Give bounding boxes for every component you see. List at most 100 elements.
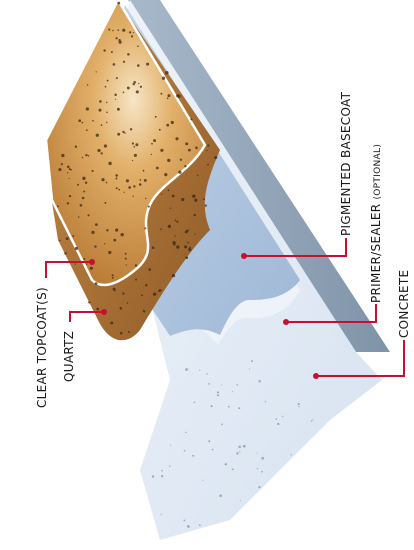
quartz-speck (133, 185, 135, 187)
quartz-speck (123, 61, 125, 63)
concrete-speck (228, 406, 230, 408)
quartz-speck (106, 229, 108, 231)
quartz-speck (162, 77, 165, 80)
concrete-speck (212, 449, 214, 451)
quartz-speck (117, 2, 120, 5)
concrete-speck (240, 500, 241, 501)
quartz-speck (103, 49, 105, 51)
quartz-speck (120, 332, 122, 334)
quartz-speck (118, 189, 120, 191)
quartz-speck (135, 278, 137, 280)
concrete-speck (211, 405, 213, 407)
quartz-speck (112, 274, 114, 276)
concrete-speck (291, 454, 292, 455)
quartz-speck (156, 167, 159, 170)
quartz-speck (80, 204, 83, 207)
quartz-speck (172, 274, 175, 277)
quartz-speck (117, 29, 119, 31)
quartz-speck (153, 292, 156, 295)
quartz-speck (92, 120, 94, 122)
concrete-speck (184, 520, 186, 522)
quartz-speck (88, 301, 90, 303)
concrete-speck (298, 403, 300, 405)
quartz-speck (122, 131, 124, 133)
quartz-speck (151, 143, 153, 145)
quartz-speck (185, 256, 188, 259)
concrete-speck (232, 468, 234, 470)
quartz-speck (99, 100, 102, 103)
concrete-speck (202, 480, 203, 481)
quartz-speck (165, 71, 168, 74)
concrete-speck (187, 525, 190, 528)
concrete-speck (169, 465, 170, 466)
quartz-speck (124, 132, 125, 133)
quartz-speck (172, 195, 175, 198)
quartz-speck (104, 144, 107, 147)
quartz-speck (106, 182, 108, 184)
quartz-speck (203, 198, 205, 200)
quartz-speck (207, 164, 209, 166)
quartz-speck (187, 242, 189, 244)
quartz-speck (125, 258, 127, 260)
concrete-speck (208, 383, 210, 385)
quartz-speck (184, 165, 186, 167)
concrete-speck (282, 416, 283, 417)
quartz-speck (175, 220, 177, 222)
quartz-speck (190, 118, 192, 120)
quartz-speck (195, 234, 196, 235)
quartz-speck (86, 107, 89, 110)
concrete-speck (152, 475, 154, 477)
concrete-speck (311, 420, 313, 422)
concrete-speck (265, 401, 266, 402)
quartz-speck (82, 197, 85, 200)
quartz-speck (168, 94, 171, 97)
quartz-speck (107, 80, 109, 82)
label-concrete: CONCRETE (397, 270, 411, 338)
quartz-speck (75, 247, 78, 250)
quartz-speck (188, 248, 191, 251)
quartz-speck (91, 231, 94, 234)
quartz-speck (122, 292, 124, 294)
dot-clear-topcoat (89, 259, 95, 265)
quartz-speck (144, 227, 146, 229)
quartz-speck (86, 129, 88, 131)
quartz-speck (137, 64, 140, 67)
quartz-speck (133, 32, 134, 33)
quartz-speck (58, 168, 61, 171)
quartz-speck (160, 228, 162, 230)
quartz-speck (91, 170, 93, 172)
quartz-speck (68, 178, 69, 179)
quartz-speck (111, 51, 113, 53)
concrete-speck (277, 423, 279, 425)
quartz-speck (207, 144, 209, 146)
concrete-speck (192, 455, 194, 457)
quartz-speck (95, 282, 98, 285)
quartz-speck (145, 284, 147, 286)
quartz-speck (74, 263, 75, 264)
concrete-speck (257, 468, 258, 469)
quartz-speck (123, 92, 125, 94)
quartz-speck (69, 195, 71, 197)
quartz-speck (214, 156, 217, 159)
quartz-speck (164, 173, 167, 176)
concrete-speck (206, 373, 207, 374)
quartz-speck (101, 124, 103, 126)
quartz-speck (120, 307, 123, 310)
quartz-speck (126, 179, 129, 182)
quartz-speck (94, 245, 96, 247)
quartz-speck (61, 163, 63, 165)
concrete-speck (239, 451, 240, 452)
quartz-speck (144, 179, 147, 182)
quartz-speck (128, 186, 131, 189)
quartz-speck (139, 179, 141, 181)
quartz-speck (115, 174, 118, 177)
quartz-speck (140, 86, 142, 88)
quartz-speck (114, 94, 117, 97)
quartz-speck (136, 90, 139, 93)
quartz-speck (113, 239, 116, 242)
quartz-speck (88, 155, 90, 157)
concrete-speck (199, 370, 200, 371)
concrete-speck (161, 514, 162, 515)
quartz-speck (112, 277, 114, 279)
